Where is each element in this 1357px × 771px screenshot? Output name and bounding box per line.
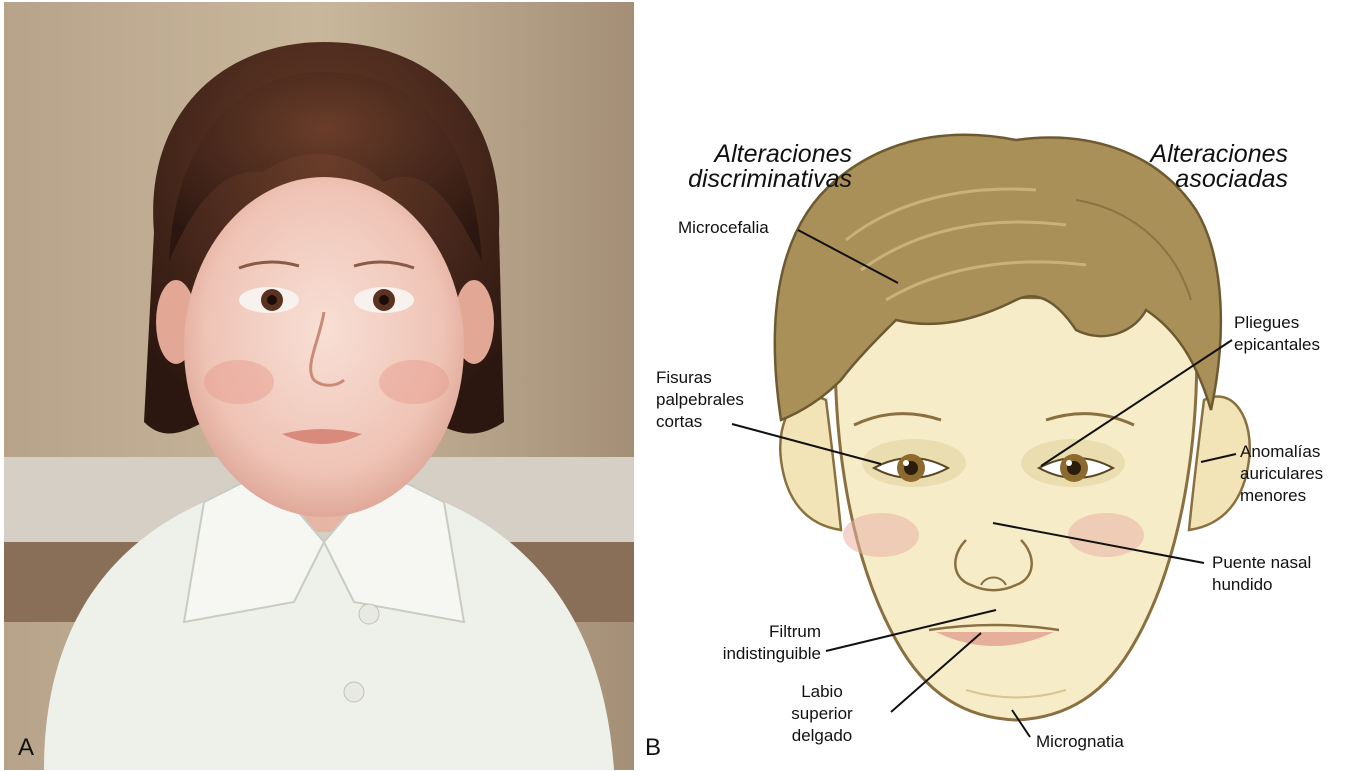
- label-pliegues: Pliegues epicantales: [1234, 312, 1320, 356]
- header-associated: Alteraciones asociadas: [1128, 142, 1288, 192]
- label-labio-line2: superior: [782, 703, 862, 725]
- label-fisuras-line3: cortas: [656, 411, 744, 433]
- label-microcefalia: Microcefalia: [678, 217, 769, 239]
- label-filtrum: Filtrum indistinguible: [696, 621, 821, 665]
- label-puente-line2: hundido: [1212, 574, 1311, 596]
- header-discriminative-line1: Alteraciones: [672, 142, 852, 167]
- label-puente: Puente nasal hundido: [1212, 552, 1311, 596]
- label-anomalias-line3: menores: [1240, 485, 1323, 507]
- face-outline: [835, 298, 1197, 721]
- label-filtrum-line1: Filtrum: [696, 621, 821, 643]
- header-discriminative-line2: discriminativas: [672, 167, 852, 192]
- label-micrognatia: Micrognatia: [1036, 731, 1124, 753]
- label-labio-line3: delgado: [782, 725, 862, 747]
- panel-letter-a: A: [18, 734, 34, 762]
- label-filtrum-line2: indistinguible: [696, 643, 821, 665]
- label-labio: Labio superior delgado: [782, 681, 862, 747]
- header-discriminative: Alteraciones discriminativas: [672, 142, 852, 192]
- illustration-panel: Alteraciones discriminativas Alteracione…: [636, 0, 1357, 771]
- label-pliegues-line2: epicantales: [1234, 334, 1320, 356]
- label-anomalias: Anomalías auriculares menores: [1240, 441, 1323, 507]
- label-pliegues-line1: Pliegues: [1234, 312, 1320, 334]
- label-puente-line1: Puente nasal: [1212, 552, 1311, 574]
- panel-letter-b: B: [645, 734, 661, 762]
- label-fisuras-line1: Fisuras: [656, 367, 744, 389]
- header-associated-line1: Alteraciones: [1128, 142, 1288, 167]
- child-photo: [4, 2, 634, 770]
- header-associated-line2: asociadas: [1128, 167, 1288, 192]
- photo-panel: [4, 2, 634, 770]
- label-labio-line1: Labio: [782, 681, 862, 703]
- left-cheek: [843, 513, 919, 557]
- label-fisuras: Fisuras palpebrales cortas: [656, 367, 744, 433]
- label-anomalias-line2: auriculares: [1240, 463, 1323, 485]
- label-fisuras-line2: palpebrales: [656, 389, 744, 411]
- label-anomalias-line1: Anomalías: [1240, 441, 1323, 463]
